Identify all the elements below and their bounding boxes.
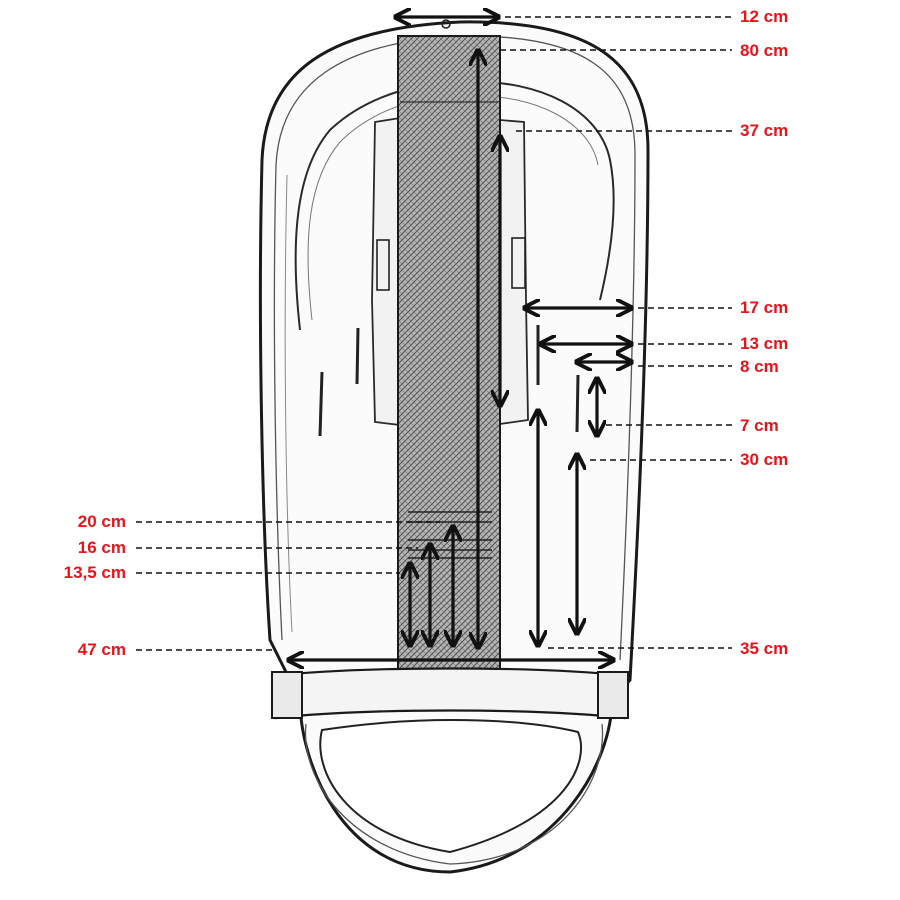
label-17cm: 17 cm <box>740 298 789 317</box>
label-16cm: 16 cm <box>77 538 126 557</box>
slot-mark <box>575 374 580 433</box>
label-7cm: 7 cm <box>740 416 779 435</box>
label-80cm: 80 cm <box>740 41 789 60</box>
label-30cm: 30 cm <box>740 450 789 469</box>
slot-mark <box>355 327 360 385</box>
bottom-cup-rim <box>304 723 604 865</box>
left-buckle <box>376 239 390 291</box>
bottom-cup <box>319 719 582 854</box>
dimension-arrows <box>290 17 630 660</box>
right-panel <box>499 119 529 426</box>
label-20cm: 20 cm <box>77 512 126 531</box>
central-strap <box>397 35 501 673</box>
pad-outline-inner-2 <box>284 174 293 633</box>
label-13cm: 13 cm <box>740 334 789 353</box>
band-tab-right <box>597 671 629 719</box>
band-tab-left <box>271 671 303 719</box>
bottom-band <box>270 667 630 720</box>
label-47cm: 47 cm <box>77 640 126 659</box>
label-13-5cm: 13,5 cm <box>63 563 126 582</box>
leader-lines <box>136 16 732 651</box>
label-8cm: 8 cm <box>740 357 779 376</box>
slot-mark <box>318 371 324 437</box>
right-buckle <box>511 237 526 289</box>
label-12cm: 12 cm <box>740 7 789 26</box>
label-37cm: 37 cm <box>740 121 789 140</box>
label-35cm: 35 cm <box>740 639 789 658</box>
left-panel <box>371 116 401 427</box>
